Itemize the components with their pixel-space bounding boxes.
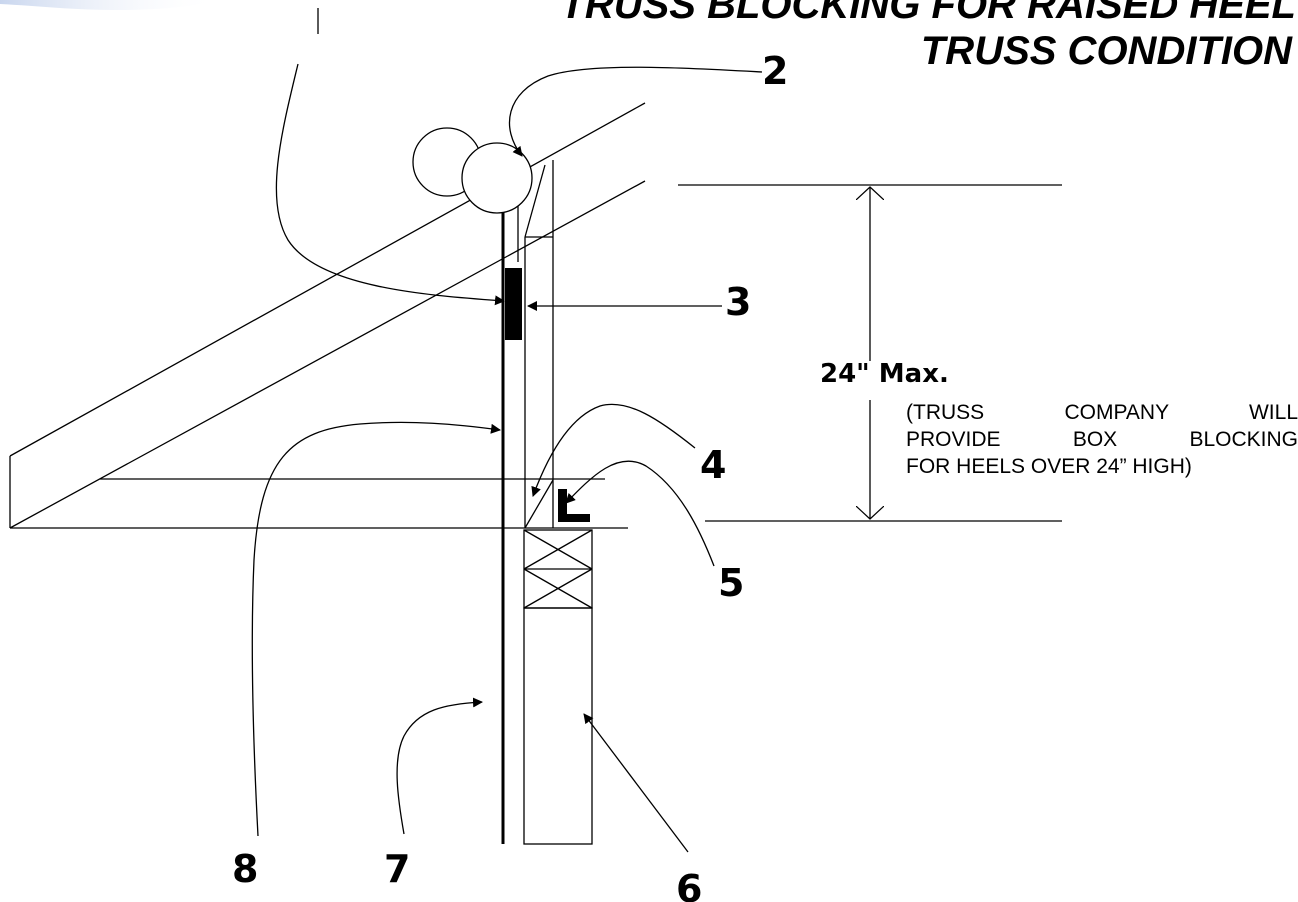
note-line-1: (TRUSS COMPANY WILL <box>906 401 1298 424</box>
dimension-label: 24" Max. <box>820 359 949 389</box>
plate-x-1b <box>523 529 593 570</box>
raised-heel <box>524 160 554 529</box>
top-plates <box>523 529 593 609</box>
leader-2 <box>508 66 763 157</box>
wall-sheathing <box>501 205 519 844</box>
callout-5: 5 <box>718 561 744 605</box>
callout-8: 8 <box>232 847 258 891</box>
callout-2: 2 <box>762 49 788 93</box>
leader-7 <box>396 697 483 835</box>
note-line-2: PROVIDE BOX BLOCKING <box>906 428 1298 451</box>
callout-numbers: 2 3 4 5 6 7 8 <box>232 49 788 902</box>
plate-x-2b <box>523 568 593 609</box>
leader-1 <box>275 63 505 306</box>
top-chord-upper-line <box>9 102 646 457</box>
heel-brace <box>524 164 546 238</box>
heel-note: (TRUSS COMPANY WILL PROVIDE BOX BLOCKING… <box>906 399 1298 480</box>
heel-bottom-brace <box>524 479 554 529</box>
leader-6 <box>583 713 689 853</box>
title-line-2: TRUSS CONDITION <box>921 29 1293 73</box>
top-chord <box>9 102 646 529</box>
leaders <box>251 63 763 853</box>
leader-8 <box>251 421 501 837</box>
title-line-1: TRUSS BLOCKING FOR RAISED HEEL <box>560 0 1296 27</box>
callout-3: 3 <box>725 280 751 324</box>
wall-stud <box>523 607 593 845</box>
top-chord-lower-line <box>9 180 646 529</box>
leader-5 <box>565 460 715 567</box>
dimension-24: 24" Max. <box>678 184 1062 522</box>
vent-circle-front <box>461 142 533 214</box>
blocking-block <box>505 268 522 340</box>
callout-4: 4 <box>700 443 726 487</box>
logo-fragment <box>0 0 220 10</box>
callout-6: 6 <box>676 867 702 902</box>
callout-7: 7 <box>384 847 410 891</box>
leader-4 <box>531 403 696 497</box>
title-block: TRUSS BLOCKING FOR RAISED HEEL TRUSS CON… <box>560 0 1296 73</box>
note-line-3: FOR HEELS OVER 24” HIGH) <box>906 455 1192 478</box>
